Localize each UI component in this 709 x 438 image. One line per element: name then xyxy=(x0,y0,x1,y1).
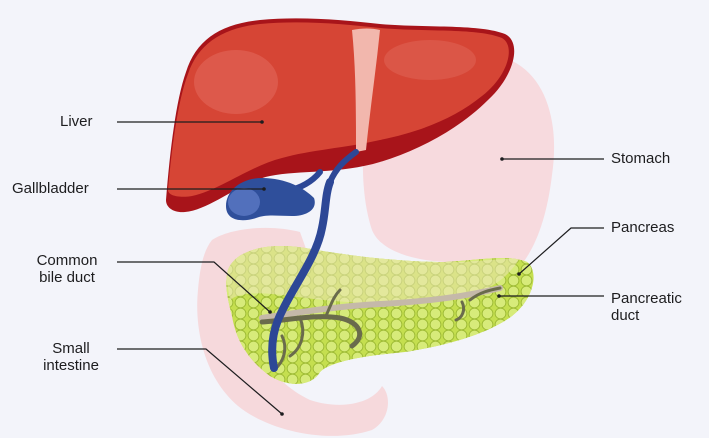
leader-common-bile-duct-dot xyxy=(268,310,272,314)
label-liver-text: Liver xyxy=(60,113,93,130)
label-pancreatic-duct-line2: duct xyxy=(611,307,640,324)
label-liver: Liver xyxy=(60,113,93,130)
label-gallbladder: Gallbladder xyxy=(12,180,89,197)
leader-liver-dot xyxy=(260,120,264,124)
label-pancreas-text: Pancreas xyxy=(611,219,675,236)
label-pancreatic-duct-line1: Pancreatic xyxy=(611,290,682,307)
leader-lines xyxy=(117,120,604,416)
label-small-intestine: Small intestine xyxy=(34,340,108,374)
liver-shape xyxy=(166,18,515,213)
leader-pancreas xyxy=(518,227,604,275)
leader-small-intestine xyxy=(117,348,283,415)
leader-pancreas-dot xyxy=(517,272,521,276)
label-common-bile-duct-line2: bile duct xyxy=(39,269,95,286)
leader-pancreatic-duct-dot xyxy=(497,294,501,298)
label-small-intestine-line2: intestine xyxy=(43,357,99,374)
pancreatic-duct-shape xyxy=(259,285,503,372)
label-pancreatic-duct: Pancreatic duct xyxy=(611,290,682,324)
label-stomach-text: Stomach xyxy=(611,150,671,167)
label-common-bile-duct-line1: Common xyxy=(36,252,98,269)
label-pancreas: Pancreas xyxy=(611,219,674,236)
label-common-bile-duct: Common bile duct xyxy=(30,252,104,286)
leader-common-bile-duct xyxy=(117,261,271,313)
label-small-intestine-line1: Small xyxy=(52,340,90,357)
label-gallbladder-text: Gallbladder xyxy=(12,180,89,197)
leader-small-intestine-dot xyxy=(280,412,284,416)
label-stomach: Stomach xyxy=(611,150,670,167)
leader-gallbladder-dot xyxy=(262,187,266,191)
leader-stomach-dot xyxy=(500,157,504,161)
